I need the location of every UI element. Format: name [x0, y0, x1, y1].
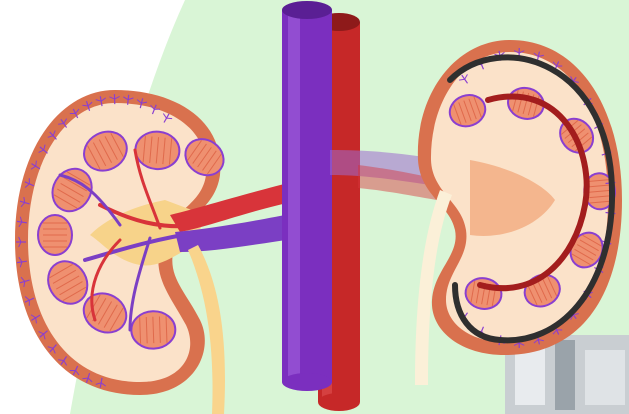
renal-pyramid [38, 215, 72, 255]
renal-pyramid [131, 310, 176, 349]
inferior-vena-cava [282, 1, 332, 391]
